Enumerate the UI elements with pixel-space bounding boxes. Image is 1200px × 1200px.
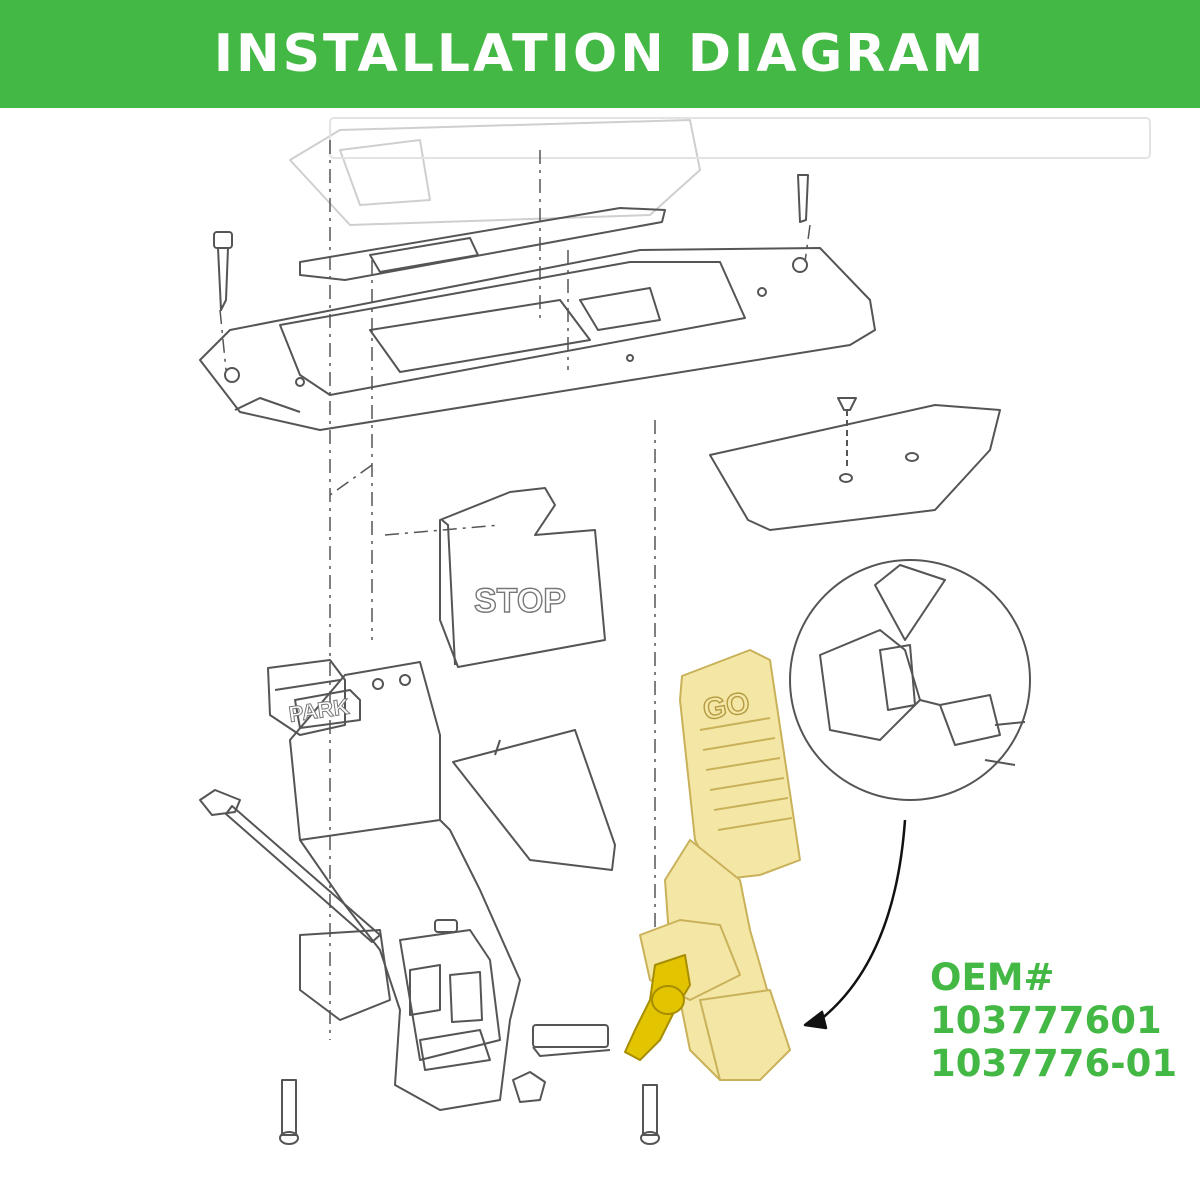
- oem-number-block: OEM# 103777601 1037776-01: [930, 956, 1177, 1085]
- oem-heading: OEM#: [930, 956, 1055, 999]
- exploded-diagram: STOP PARK GO: [199, 117, 1151, 1145]
- header-banner: INSTALLATION DIAGRAM: [0, 0, 1200, 108]
- throttle-sensor-lever: [624, 954, 691, 1061]
- stop-label: STOP: [474, 582, 566, 620]
- floor-plate: [199, 247, 876, 431]
- top-cover-plate: [289, 117, 1151, 226]
- pivot-bolt: [199, 789, 381, 943]
- pedal-pad-ribs: [699, 717, 793, 831]
- screw-top-right: [797, 174, 809, 223]
- diagram-title: INSTALLATION DIAGRAM: [213, 24, 987, 84]
- oem-number-primary: 103777601: [930, 999, 1162, 1042]
- alignment-lines: [219, 140, 811, 1040]
- stop-pedal-pad: [439, 487, 606, 668]
- brake-pedal-assembly: [267, 659, 521, 1111]
- push-rivet: [837, 397, 857, 470]
- connector-block: [532, 1024, 611, 1057]
- oem-number-secondary: 1037776-01: [930, 1042, 1178, 1085]
- bolt-bottom-left: [279, 1079, 299, 1145]
- nut: [512, 1071, 546, 1103]
- bolt-bottom-right: [640, 1084, 660, 1145]
- callout-arrow: [803, 819, 907, 1030]
- pedal-cover-bracket: [452, 729, 616, 871]
- gasket: [299, 207, 666, 281]
- detail-callout: [789, 559, 1031, 801]
- screw-left: [213, 231, 233, 311]
- floor-mat-right: [709, 404, 1001, 531]
